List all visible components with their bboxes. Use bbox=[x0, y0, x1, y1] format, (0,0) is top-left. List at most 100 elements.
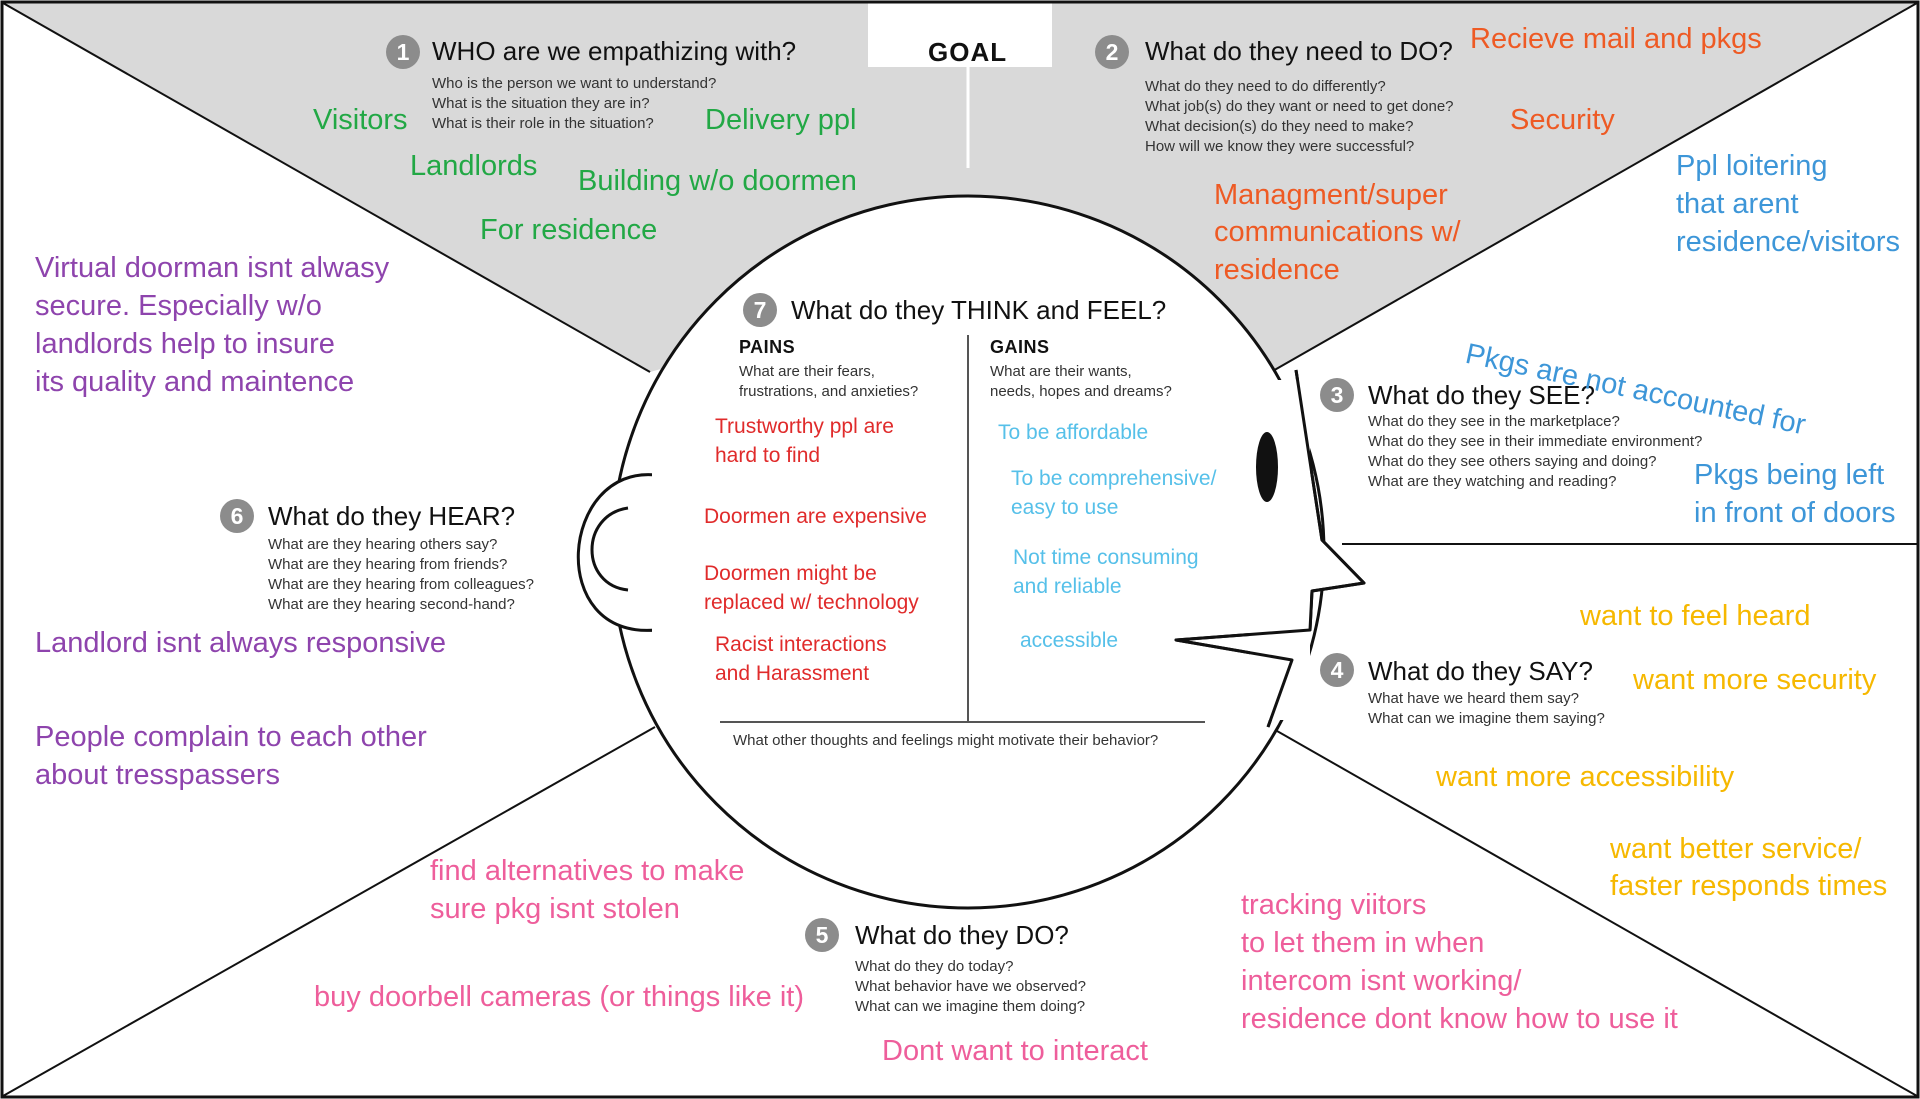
say-note-service-1: want better service/ bbox=[1610, 833, 1862, 865]
pain-expensive: Doormen are expensive bbox=[704, 505, 927, 528]
ear-mask bbox=[652, 470, 658, 636]
need-sub-4: How will we know they were successful? bbox=[1145, 138, 1415, 155]
hear-note-virtual-2: secure. Especially w/o bbox=[35, 290, 322, 322]
see-note-pkgs-left-2: in front of doors bbox=[1694, 497, 1896, 529]
need-number-badge: 2 bbox=[1095, 35, 1129, 69]
need-title: What do they need to DO? bbox=[1145, 36, 1453, 66]
see-sub-4: What are they watching and reading? bbox=[1368, 473, 1617, 490]
do-note-tracking-3: intercom isnt working/ bbox=[1241, 965, 1522, 997]
need-note-security: Security bbox=[1510, 104, 1615, 136]
gains-sub-2: needs, hopes and dreams? bbox=[990, 383, 1172, 400]
say-number-badge: 4 bbox=[1320, 653, 1354, 687]
do-sub-1: What do they do today? bbox=[855, 958, 1014, 975]
need-note-management-2: communications w/ bbox=[1214, 216, 1461, 248]
ear-inner bbox=[590, 506, 629, 592]
do-note-tracking-4: residence dont know how to use it bbox=[1241, 1003, 1678, 1035]
who-note-building: Building w/o doormen bbox=[578, 165, 857, 197]
hear-sub-2: What are they hearing from friends? bbox=[268, 556, 508, 573]
do-sub-3: What can we imagine them doing? bbox=[855, 998, 1086, 1015]
need-note-management-3: residence bbox=[1214, 254, 1340, 286]
say-note-service-2: faster responds times bbox=[1610, 870, 1888, 902]
hear-sub-3: What are they hearing from colleagues? bbox=[268, 576, 534, 593]
who-sub-1: Who is the person we want to understand? bbox=[432, 75, 717, 92]
see-note-loitering-2: that arent bbox=[1676, 188, 1799, 220]
who-sub-3: What is their role in the situation? bbox=[432, 115, 654, 132]
say-title: What do they SAY? bbox=[1368, 656, 1593, 686]
pain-replaced-2: replaced w/ technology bbox=[704, 591, 919, 614]
see-sub-2: What do they see in their immediate envi… bbox=[1368, 433, 1703, 450]
need-sub-2: What job(s) do they want or need to get … bbox=[1145, 98, 1454, 115]
eye bbox=[1256, 432, 1278, 502]
do-note-alternatives-2: sure pkg isnt stolen bbox=[430, 893, 680, 925]
gain-comprehensive-1: To be comprehensive/ bbox=[1011, 467, 1217, 490]
say-note-security: want more security bbox=[1633, 664, 1877, 696]
who-note-landlords: Landlords bbox=[410, 150, 538, 182]
gain-affordable: To be affordable bbox=[998, 421, 1149, 444]
gain-accessible: accessible bbox=[1020, 629, 1119, 652]
hear-note-complain-1: People complain to each other bbox=[35, 721, 427, 753]
pain-trustworthy-2: hard to find bbox=[715, 444, 821, 467]
need-note-mail: Recieve mail and pkgs bbox=[1470, 23, 1762, 55]
top-grey-region bbox=[3, 3, 1917, 372]
do-note-interact: Dont want to interact bbox=[882, 1035, 1148, 1067]
see-title: What do they SEE? bbox=[1368, 380, 1595, 410]
who-note-visitors: Visitors bbox=[313, 104, 408, 136]
need-sub-3: What decision(s) do they need to make? bbox=[1145, 118, 1414, 135]
who-sub-2: What is the situation they are in? bbox=[432, 95, 650, 112]
gain-comprehensive-2: easy to use bbox=[1011, 496, 1119, 519]
hear-sub-4: What are they hearing second-hand? bbox=[268, 596, 515, 613]
think-footer: What other thoughts and feelings might m… bbox=[733, 732, 1159, 749]
gain-time-1: Not time consuming bbox=[1013, 546, 1199, 569]
face-fill bbox=[1250, 380, 1310, 720]
goal-label: GOAL bbox=[928, 37, 1008, 67]
see-note-loitering-1: Ppl loitering bbox=[1676, 150, 1828, 182]
ear bbox=[576, 473, 657, 632]
say-note-accessibility: want more accessibility bbox=[1436, 761, 1735, 793]
who-number-badge: 1 bbox=[386, 35, 420, 69]
pains-label: PAINS bbox=[739, 337, 796, 357]
see-sub-1: What do they see in the marketplace? bbox=[1368, 413, 1620, 430]
do-note-tracking-2: to let them in when bbox=[1241, 927, 1485, 959]
who-title: WHO are we empathizing with? bbox=[432, 36, 797, 66]
who-note-delivery: Delivery ppl bbox=[705, 104, 857, 136]
see-sub-3: What do they see others saying and doing… bbox=[1368, 453, 1657, 470]
hear-title: What do they HEAR? bbox=[268, 501, 516, 531]
who-note-residence: For residence bbox=[480, 214, 658, 246]
need-note-management-1: Managment/super bbox=[1214, 179, 1448, 211]
face-outline bbox=[1174, 369, 1366, 728]
gain-time-2: and reliable bbox=[1013, 575, 1122, 598]
think-number-badge: 7 bbox=[743, 293, 777, 327]
hear-note-virtual-3: landlords help to insure bbox=[35, 328, 335, 360]
diagonal-top-right bbox=[1270, 2, 1918, 373]
do-note-tracking-1: tracking viitors bbox=[1241, 889, 1427, 921]
pain-racist-2: and Harassment bbox=[715, 662, 870, 685]
diagonal-bottom-left bbox=[2, 726, 656, 1097]
do-number-badge: 5 bbox=[805, 918, 839, 952]
gains-sub-1: What are their wants, bbox=[990, 363, 1132, 380]
do-note-alternatives-1: find alternatives to make bbox=[430, 855, 745, 887]
see-note-pkgs-left-1: Pkgs being left bbox=[1694, 459, 1885, 491]
hear-note-virtual-1: Virtual doorman isnt alwasy bbox=[35, 252, 390, 284]
see-number-badge: 3 bbox=[1320, 378, 1354, 412]
goal-box bbox=[868, 3, 1052, 67]
say-note-heard: want to feel heard bbox=[1580, 600, 1811, 632]
hear-note-virtual-4: its quality and maintence bbox=[35, 366, 355, 398]
pains-sub-2: frustrations, and anxieties? bbox=[739, 383, 919, 400]
do-note-cameras: buy doorbell cameras (or things like it) bbox=[314, 981, 804, 1013]
need-sub-1: What do they need to do differently? bbox=[1145, 78, 1386, 95]
pain-replaced-1: Doormen might be bbox=[704, 562, 877, 585]
think-title: What do they THINK and FEEL? bbox=[791, 295, 1167, 325]
say-sub-1: What have we heard them say? bbox=[1368, 690, 1579, 707]
gains-label: GAINS bbox=[990, 337, 1050, 357]
pain-trustworthy-1: Trustworthy ppl are bbox=[715, 415, 894, 438]
diagonal-top-left bbox=[2, 2, 651, 373]
hear-note-complain-2: about tresspassers bbox=[35, 759, 281, 791]
hear-number-badge: 6 bbox=[220, 499, 254, 533]
do-sub-2: What behavior have we observed? bbox=[855, 978, 1086, 995]
say-sub-2: What can we imagine them saying? bbox=[1368, 710, 1605, 727]
pains-sub-1: What are their fears, bbox=[739, 363, 875, 380]
pain-racist-1: Racist interactions bbox=[715, 633, 887, 656]
